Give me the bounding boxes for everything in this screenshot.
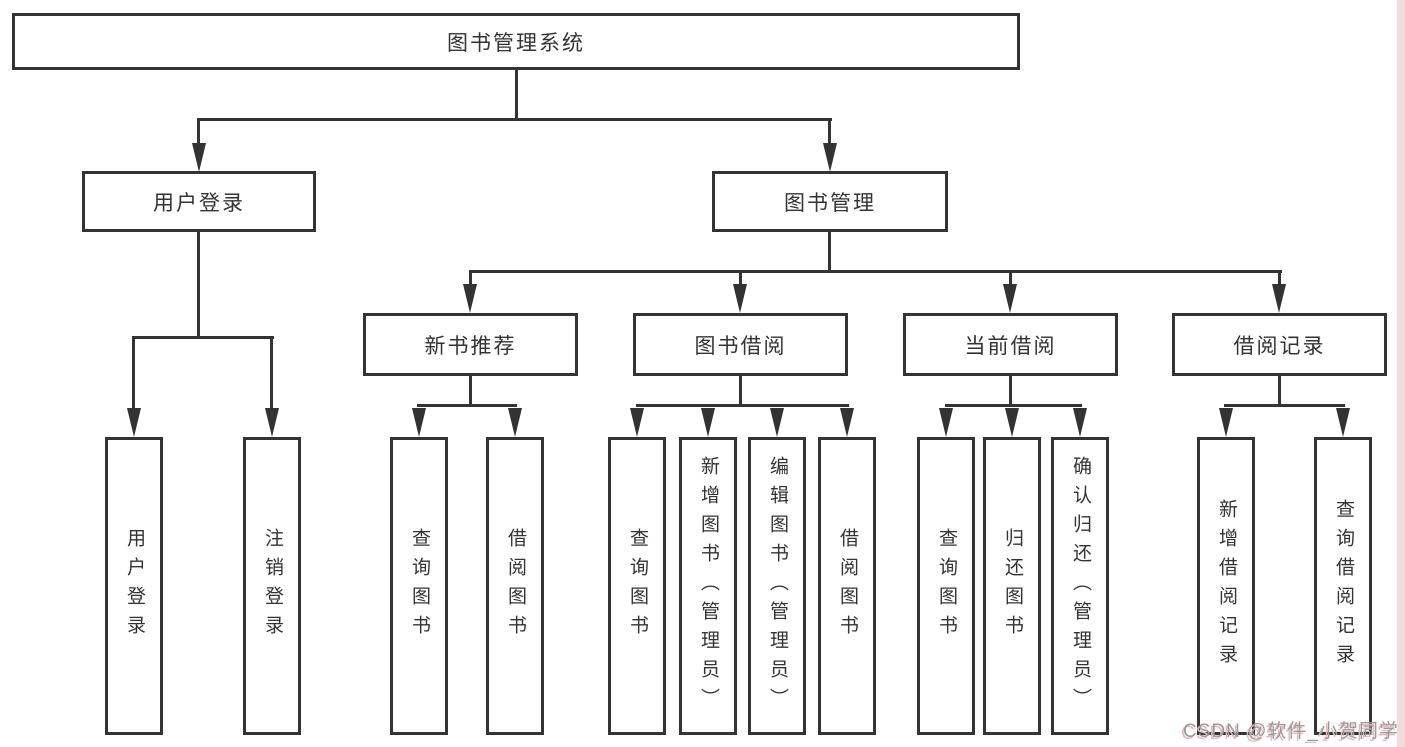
leaf-query-borrow-record: 查询借阅记录 (1314, 437, 1372, 735)
leaf-borrow-book-recommend: 借阅图书 (486, 437, 544, 735)
connector-group-c-stem (1009, 376, 1012, 407)
connector-root-stem (515, 69, 518, 121)
node-root: 图书管理系统 (12, 13, 1020, 70)
arrow-down-icon (463, 284, 477, 313)
leaf-logout-label: 注销登录 (261, 528, 283, 644)
leaf-user-login-label: 用户登录 (123, 528, 145, 644)
connector-group-d-bar (1224, 404, 1345, 407)
arrow-down-icon (823, 143, 837, 172)
connector-stem (1009, 270, 1012, 286)
node-borrow-records-label: 借阅记录 (1233, 334, 1326, 358)
connector-stem (828, 118, 831, 145)
arrow-down-icon (412, 408, 426, 437)
leaf-borrow-book: 借阅图书 (818, 437, 876, 735)
leaf-borrow-book-label: 借阅图书 (836, 528, 858, 644)
right-edge-strip (1397, 0, 1405, 747)
connector-group-a-bar (417, 404, 517, 407)
connector-book-mgmt-stem (828, 232, 831, 273)
arrow-down-icon (1336, 408, 1350, 437)
leaf-add-borrow-record-label: 新增借阅记录 (1215, 499, 1237, 673)
node-current-borrow-label: 当前借阅 (964, 334, 1057, 358)
arrow-down-icon (265, 408, 279, 437)
leaf-borrow-book-recommend-label: 借阅图书 (504, 528, 526, 644)
node-user-login-label: 用户登录 (153, 191, 245, 215)
leaf-query-book-current: 查询图书 (917, 437, 975, 735)
leaf-return-book: 归还图书 (983, 437, 1041, 735)
connector-group-b-stem (739, 376, 742, 407)
leaf-return-book-label: 归还图书 (1001, 528, 1023, 644)
connector-book-mgmt-bar (469, 270, 1282, 273)
connector-group-c-bar (945, 404, 1082, 407)
connector-stem (739, 270, 742, 286)
connector-group-d-stem (1278, 376, 1281, 407)
arrow-down-icon (127, 408, 141, 437)
node-new-book-recommend: 新书推荐 (363, 313, 578, 376)
connector-group-b-bar (636, 404, 849, 407)
connector-stem (197, 118, 200, 145)
arrow-down-icon (630, 408, 644, 437)
node-user-login: 用户登录 (82, 171, 316, 232)
leaf-edit-book-admin-label: 编辑图书（管理员） (766, 455, 788, 717)
node-borrow-records: 借阅记录 (1172, 313, 1387, 376)
arrow-down-icon (1005, 408, 1019, 437)
leaf-query-borrow-record-label: 查询借阅记录 (1332, 499, 1354, 673)
node-book-borrow-label: 图书借阅 (694, 334, 787, 358)
arrow-down-icon (1073, 408, 1087, 437)
arrow-down-icon (701, 408, 715, 437)
arrow-down-icon (733, 284, 747, 313)
node-book-borrow: 图书借阅 (633, 313, 848, 376)
arrow-down-icon (770, 408, 784, 437)
leaf-confirm-return-admin-label: 确认归还（管理员） (1069, 455, 1091, 717)
leaf-add-book-admin-label: 新增图书（管理员） (697, 455, 719, 717)
connector-stem (132, 336, 135, 410)
leaf-query-book-recommend: 查询图书 (390, 437, 448, 735)
connector-root-bar (197, 118, 832, 121)
leaf-query-book-recommend-label: 查询图书 (408, 528, 430, 644)
connector-stem (469, 270, 472, 286)
leaf-query-book-current-label: 查询图书 (935, 528, 957, 644)
leaf-query-book-borrow-label: 查询图书 (626, 528, 648, 644)
node-book-mgmt: 图书管理 (712, 171, 948, 232)
leaf-add-book-admin: 新增图书（管理员） (679, 437, 737, 735)
arrow-down-icon (840, 408, 854, 437)
leaf-add-borrow-record: 新增借阅记录 (1197, 437, 1255, 735)
arrow-down-icon (192, 143, 206, 172)
leaf-edit-book-admin: 编辑图书（管理员） (748, 437, 806, 735)
node-book-mgmt-label: 图书管理 (784, 191, 876, 215)
arrow-down-icon (1219, 408, 1233, 437)
connector-user-login-bar (133, 336, 274, 339)
connector-stem (270, 336, 273, 410)
leaf-query-book-borrow: 查询图书 (608, 437, 666, 735)
arrow-down-icon (1272, 284, 1286, 313)
node-root-label: 图书管理系统 (447, 31, 585, 55)
leaf-confirm-return-admin: 确认归还（管理员） (1051, 437, 1109, 735)
connector-group-a-stem (469, 376, 472, 407)
csdn-watermark: CSDN @软件_小贺同学 (1183, 721, 1399, 742)
leaf-logout: 注销登录 (243, 437, 301, 735)
node-new-book-recommend-label: 新书推荐 (424, 334, 517, 358)
connector-user-login-stem (197, 232, 200, 339)
connector-stem (1278, 270, 1281, 286)
arrow-down-icon (939, 408, 953, 437)
node-current-borrow: 当前借阅 (903, 313, 1118, 376)
arrow-down-icon (508, 408, 522, 437)
leaf-user-login: 用户登录 (105, 437, 163, 735)
arrow-down-icon (1003, 284, 1017, 313)
